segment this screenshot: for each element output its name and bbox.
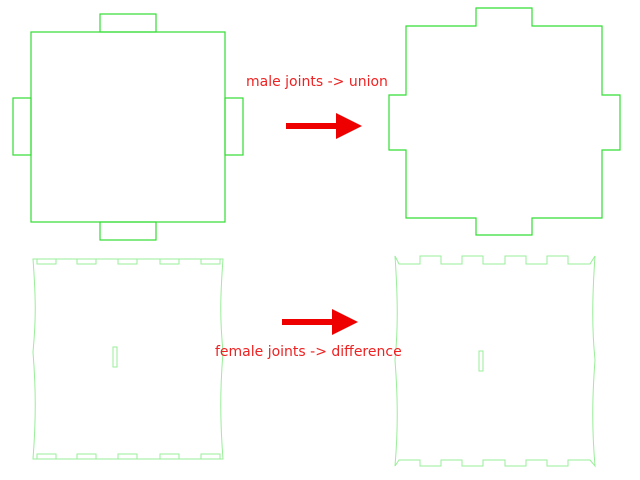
center-slot xyxy=(478,350,484,372)
union-result-shape xyxy=(388,7,621,236)
female-joints-input xyxy=(32,258,224,460)
slot xyxy=(76,258,97,265)
slot xyxy=(76,453,97,460)
label-female-joints: female joints -> difference xyxy=(215,344,402,360)
slots-bottom xyxy=(36,453,221,460)
label-male-joints: male joints -> union xyxy=(246,74,388,90)
difference-result xyxy=(394,255,596,468)
slot xyxy=(117,453,138,460)
board-outline xyxy=(32,258,224,460)
slot xyxy=(117,258,138,265)
tab-top xyxy=(99,13,157,33)
slot xyxy=(200,453,221,460)
tab-right xyxy=(224,97,244,156)
slot xyxy=(36,258,57,265)
slot xyxy=(159,258,180,265)
tab-left xyxy=(12,97,32,156)
male-joints-input xyxy=(12,13,244,241)
slot xyxy=(36,453,57,460)
arrow-difference xyxy=(282,309,358,335)
slots-top xyxy=(36,258,221,265)
slot xyxy=(159,453,180,460)
center-slot xyxy=(112,346,118,368)
tab-bottom xyxy=(99,221,157,241)
arrow-union xyxy=(286,113,362,139)
difference-result-shape xyxy=(394,255,596,468)
base-square xyxy=(30,31,226,223)
slot xyxy=(200,258,221,265)
